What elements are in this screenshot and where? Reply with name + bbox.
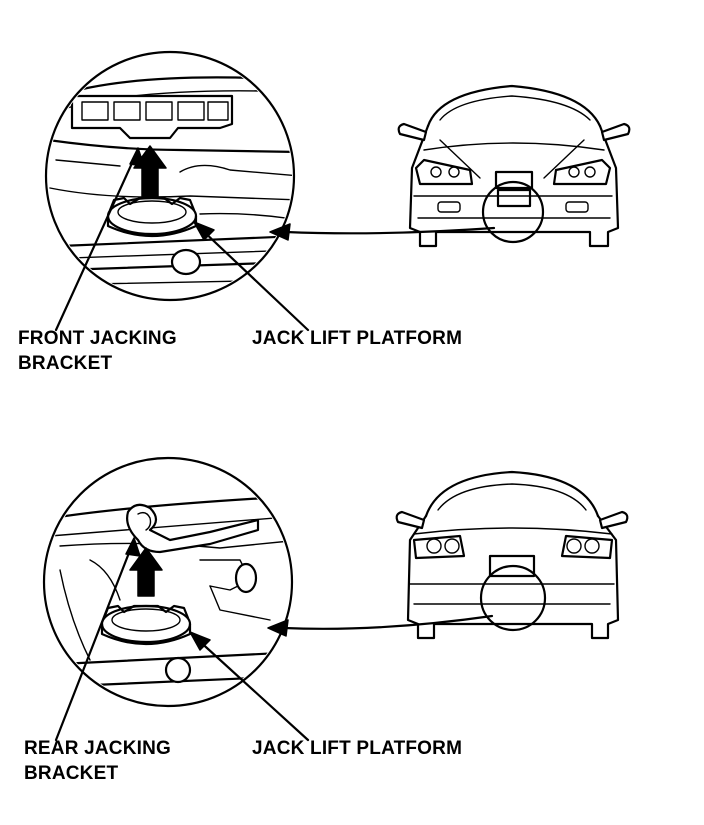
front-jacking-point-marker [481,180,545,244]
rear-jacking-bracket-label: REAR JACKING BRACKET [24,736,171,786]
front-jack-lift-platform-label: JACK LIFT PLATFORM [252,328,463,349]
front-jacking-bracket-label: FRONT JACKING BRACKET [18,326,177,376]
front-platform-leader [198,226,310,332]
rear-bracket-leader [54,538,136,742]
front-bracket-label-line2: BRACKET [18,353,113,374]
front-car-view [397,84,631,248]
rear-bracket-label-line2: BRACKET [24,763,119,784]
front-callout-leader [284,226,496,235]
rear-jack-lift-platform-label: JACK LIFT PLATFORM [252,738,463,759]
front-bracket-label-line1: FRONT JACKING [18,328,177,349]
rear-magnifier-circle [42,456,294,708]
rear-jacking-point-marker [479,564,547,632]
front-magnifier-circle [44,50,296,302]
rear-platform-leader [194,636,310,742]
rear-detail-callout [42,456,294,708]
front-detail-callout [44,50,296,302]
front-bracket-leader [54,148,140,332]
rear-car-view [395,470,629,640]
rear-callout-leader [282,614,494,630]
rear-bracket-label-line1: REAR JACKING [24,738,172,759]
up-arrow-icon [129,547,163,597]
